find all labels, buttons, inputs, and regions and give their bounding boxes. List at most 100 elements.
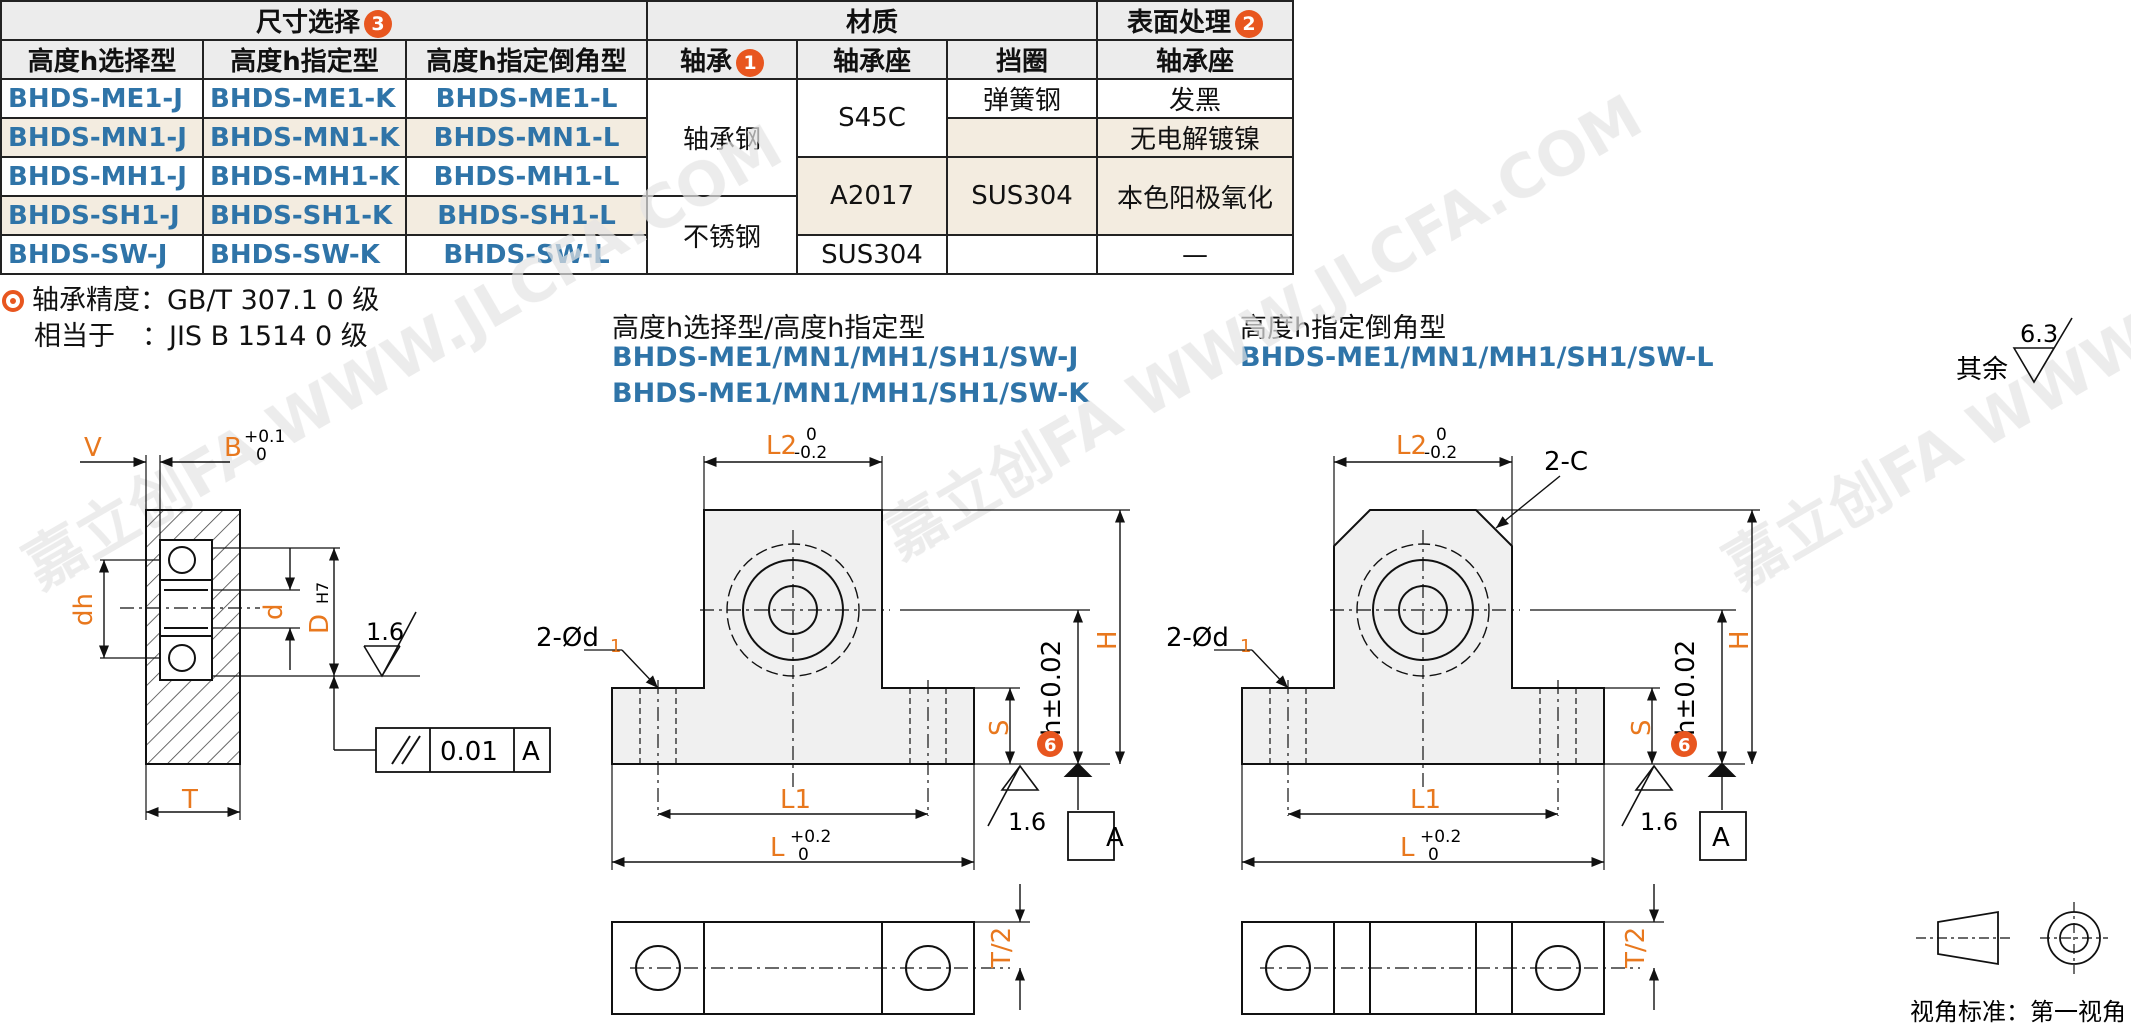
code-cell: BHDS-SH1-L bbox=[404, 195, 649, 236]
surface-value: — bbox=[1096, 234, 1295, 275]
dim-B-tol-up: +0.1 bbox=[244, 427, 285, 447]
dim-B-tol-low: 0 bbox=[256, 445, 267, 465]
watermark-text: 嘉立创FA WWW.JLCFA.COM bbox=[13, 112, 794, 603]
watermark: 嘉立创FA WWW.JLCFA.COM 嘉立创FA WWW.JLCFA.COM … bbox=[13, 82, 2131, 603]
dim-L1: L1 bbox=[780, 785, 811, 815]
dim-L2: L2 bbox=[1396, 431, 1427, 461]
datum-A: A bbox=[1106, 823, 1124, 853]
top-view-jk bbox=[611, 884, 1030, 1015]
h-specify-header: 高度h指定型 bbox=[202, 39, 407, 80]
badge-3: 3 bbox=[364, 9, 393, 38]
parallel-icon bbox=[391, 735, 411, 765]
code-cell: BHDS-MH1-L bbox=[404, 156, 649, 197]
geo-tol-value: 0.01 bbox=[440, 737, 498, 767]
dim-L1: L1 bbox=[1410, 785, 1441, 815]
dim-L: L bbox=[1400, 833, 1415, 863]
retainer-value: SUS304 bbox=[946, 156, 1099, 236]
badge-6: 6 bbox=[1044, 735, 1057, 756]
geo-tol-frame bbox=[375, 727, 551, 773]
ball-top bbox=[168, 546, 196, 574]
watermark-text: 嘉立创FA WWW.JLCFA.COM bbox=[1713, 112, 2131, 603]
geo-tol-datum: A bbox=[522, 737, 540, 767]
dim-T2: T/2 bbox=[987, 927, 1017, 969]
bearing-value: 轴承钢 bbox=[646, 78, 799, 197]
dim-L-tol-low: 0 bbox=[798, 845, 809, 865]
housing-value: A2017 bbox=[796, 156, 949, 236]
table-row: BHDS-MN1-J BHDS-MN1-K BHDS-MN1-L 无电解镀镍 bbox=[0, 117, 1295, 158]
retainer-header: 挡圈 bbox=[946, 39, 1099, 80]
first-angle-projection-icon bbox=[1916, 902, 2108, 974]
title-type-jk-code1: BHDS-ME1/MN1/MH1/SH1/SW-J bbox=[612, 342, 1079, 373]
code-cell: BHDS-SW-L bbox=[404, 234, 649, 275]
accuracy-note: 轴承精度：GB/T 307.1 0 级 bbox=[2, 278, 379, 317]
projection-label: 视角标准：第一视角 bbox=[1910, 998, 2126, 1026]
dim-H: H bbox=[1093, 630, 1123, 650]
surface-value: 本色阳极氧化 bbox=[1096, 156, 1295, 236]
material-header: 材质 bbox=[646, 0, 1099, 41]
dim-L-tol-up: +0.2 bbox=[1420, 827, 1461, 847]
front-view-l bbox=[1214, 456, 1760, 870]
roughness-other bbox=[2012, 317, 2073, 384]
dim-B: B bbox=[224, 433, 242, 463]
dim-hole-sub: 1 bbox=[1240, 636, 1251, 657]
code-cell: BHDS-SW-K bbox=[202, 234, 407, 275]
code-cell: BHDS-MH1-K bbox=[202, 156, 407, 197]
note-line-2: 相当于 ：JIS B 1514 0 级 bbox=[34, 321, 368, 352]
badge-6: 6 bbox=[1678, 735, 1691, 756]
dim-V: V bbox=[84, 433, 102, 463]
dim-hole-sub: 1 bbox=[610, 636, 621, 657]
dim-d: d bbox=[259, 603, 289, 620]
code-cell: BHDS-MH1-J bbox=[0, 156, 204, 197]
watermark-text: 嘉立创FA WWW.JLCFA.COM bbox=[873, 82, 1654, 573]
title-type-jk-code2: BHDS-ME1/MN1/MH1/SH1/SW-K bbox=[612, 378, 1090, 409]
dim-T: T bbox=[181, 785, 198, 815]
roughness-other-value: 6.3 bbox=[2020, 320, 2058, 348]
datum-A: A bbox=[1712, 823, 1730, 853]
dim-dh: dh bbox=[69, 593, 99, 626]
dim-L-tol-low: 0 bbox=[1428, 845, 1439, 865]
ball-bottom bbox=[168, 644, 196, 672]
rough-16: 1.6 bbox=[1008, 808, 1046, 836]
dim-L2: L2 bbox=[766, 431, 797, 461]
dim-hole: 2-Ød bbox=[536, 623, 599, 653]
table-row: BHDS-ME1-J BHDS-ME1-K BHDS-ME1-L 轴承钢 S45… bbox=[0, 78, 1295, 197]
dim-D-fit: H7 bbox=[313, 582, 332, 604]
surface-housing-header: 轴承座 bbox=[1096, 39, 1295, 80]
code-cell: BHDS-MN1-K bbox=[202, 117, 407, 158]
title-type-l-code: BHDS-ME1/MN1/MH1/SH1/SW-L bbox=[1240, 342, 1714, 373]
badge-1: 1 bbox=[736, 48, 765, 77]
dim-L: L bbox=[770, 833, 785, 863]
code-cell: BHDS-SH1-J bbox=[0, 195, 204, 236]
dim-L2-tol-up: 0 bbox=[1436, 425, 1447, 445]
table-row: BHDS-MH1-J BHDS-MH1-K BHDS-MH1-L A2017 S… bbox=[0, 156, 1295, 236]
dim-S: S bbox=[985, 719, 1015, 736]
section-view bbox=[80, 455, 551, 820]
dim-L-tol-up: +0.2 bbox=[790, 827, 831, 847]
dim-chamfer: 2-C bbox=[1544, 447, 1588, 477]
dim-h: h±0.02 bbox=[1671, 640, 1701, 736]
dim-S: S bbox=[1627, 719, 1657, 736]
code-cell: BHDS-ME1-J bbox=[0, 78, 204, 119]
rough-16: 1.6 bbox=[1640, 808, 1678, 836]
retainer-empty bbox=[946, 234, 1099, 275]
housing-header: 轴承座 bbox=[796, 39, 949, 80]
dim-h: h±0.02 bbox=[1037, 640, 1067, 736]
note-line-1: 轴承精度：GB/T 307.1 0 级 bbox=[32, 285, 380, 316]
dim-hole: 2-Ød bbox=[1166, 623, 1229, 653]
badge-6-icon bbox=[1671, 731, 1697, 757]
housing-value: S45C bbox=[796, 78, 949, 158]
dim-D: D bbox=[305, 614, 335, 634]
code-cell: BHDS-MN1-L bbox=[404, 117, 649, 158]
dim-L2-tol-low: -0.2 bbox=[1424, 443, 1457, 463]
surface-value: 发黑 bbox=[1096, 78, 1295, 119]
retainer-empty bbox=[946, 117, 1099, 158]
code-cell: BHDS-ME1-K bbox=[202, 78, 407, 119]
code-cell: BHDS-ME1-L bbox=[404, 78, 649, 119]
